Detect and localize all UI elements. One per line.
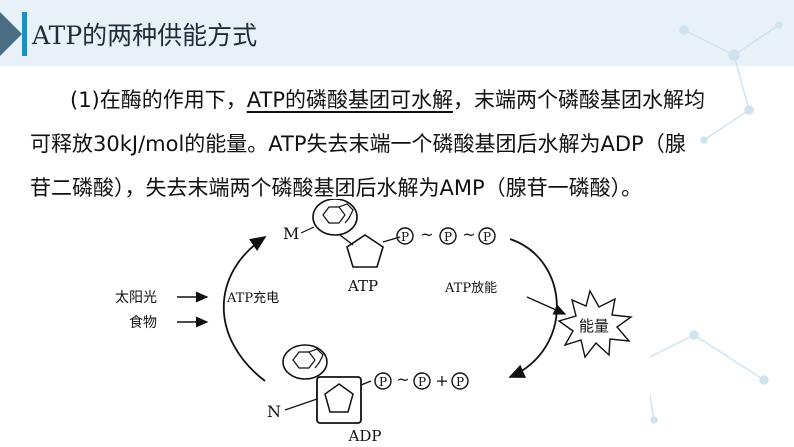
- paragraph-line-1: (1)在酶的作用下，ATP的磷酸基团可水解，末端两个磷酸基团水解均: [30, 78, 770, 122]
- release-label: ATP放能: [444, 281, 497, 296]
- line1-prefix: (1)在酶的作用下，: [70, 88, 247, 112]
- adenine-ring-bottom: [282, 344, 328, 380]
- atp-molecule: P ~ P ~ P ATP: [312, 199, 496, 295]
- header-band: [0, 0, 794, 66]
- ribose-pentagon-bottom: [324, 383, 354, 413]
- line1-suffix: ，末端两个磷酸基团水解均: [452, 88, 705, 112]
- energy-burst-icon: [557, 289, 633, 359]
- phosphate-label: P: [456, 375, 464, 389]
- atp-label: ATP: [347, 277, 378, 295]
- tilde-2: ~: [462, 225, 475, 244]
- phosphate-label: P: [401, 230, 409, 244]
- plus-sign: +: [435, 371, 448, 390]
- paragraph-line-2: 可释放30kJ/mol的能量。ATP失去末端一个磷酸基团后水解为ADP（腺: [30, 132, 686, 156]
- phosphate-1-top: [396, 227, 414, 245]
- paragraph-line-3: 苷二磷酸），失去末端两个磷酸基团后水解为AMP（腺苷一磷酸）。: [30, 176, 643, 200]
- phosphate-label: P: [483, 230, 491, 244]
- energy-label: 能量: [579, 317, 609, 335]
- phosphate-3-bottom: [451, 372, 469, 390]
- phosphate-1-bottom: [374, 372, 392, 390]
- header-accent-bar: [22, 12, 27, 56]
- phosphate-label: P: [379, 375, 387, 389]
- n-label: N: [267, 402, 281, 421]
- description-paragraph: (1)在酶的作用下，ATP的磷酸基团可水解，末端两个磷酸基团水解均 可释放30k…: [30, 78, 770, 210]
- tilde-3: ~: [396, 370, 409, 389]
- phosphate-label: P: [444, 230, 452, 244]
- phosphate-3-top: [478, 227, 496, 245]
- food-label: 食物: [129, 314, 157, 331]
- page-title: ATP的两种供能方式: [32, 21, 258, 50]
- adp-molecule: P ~ P + P ADP: [282, 344, 469, 445]
- m-label: M: [283, 224, 299, 243]
- ribose-pentagon-top: [346, 234, 384, 268]
- header-triangle-icon: [0, 12, 22, 56]
- tilde-1: ~: [420, 225, 433, 244]
- adp-box: [316, 376, 362, 424]
- release-arrow: [508, 238, 558, 378]
- charge-arrow: [223, 235, 267, 382]
- sunlight-label: 太阳光: [115, 290, 157, 306]
- phosphate-label: P: [418, 375, 426, 389]
- adp-label: ADP: [348, 427, 382, 445]
- atp-cycle-diagram: P ~ P ~ P ATP M ATP充电 太阳光 食物 ATP放能 能量 P …: [115, 199, 650, 447]
- phosphate-2-top: [439, 227, 457, 245]
- adenine-ring-top: [312, 199, 358, 236]
- underlined-phrase: ATP的磷酸基团可水解: [246, 88, 453, 112]
- phosphate-2-bottom: [413, 372, 431, 390]
- charge-label: ATP充电: [226, 290, 279, 306]
- energy-arrow: [526, 296, 567, 315]
